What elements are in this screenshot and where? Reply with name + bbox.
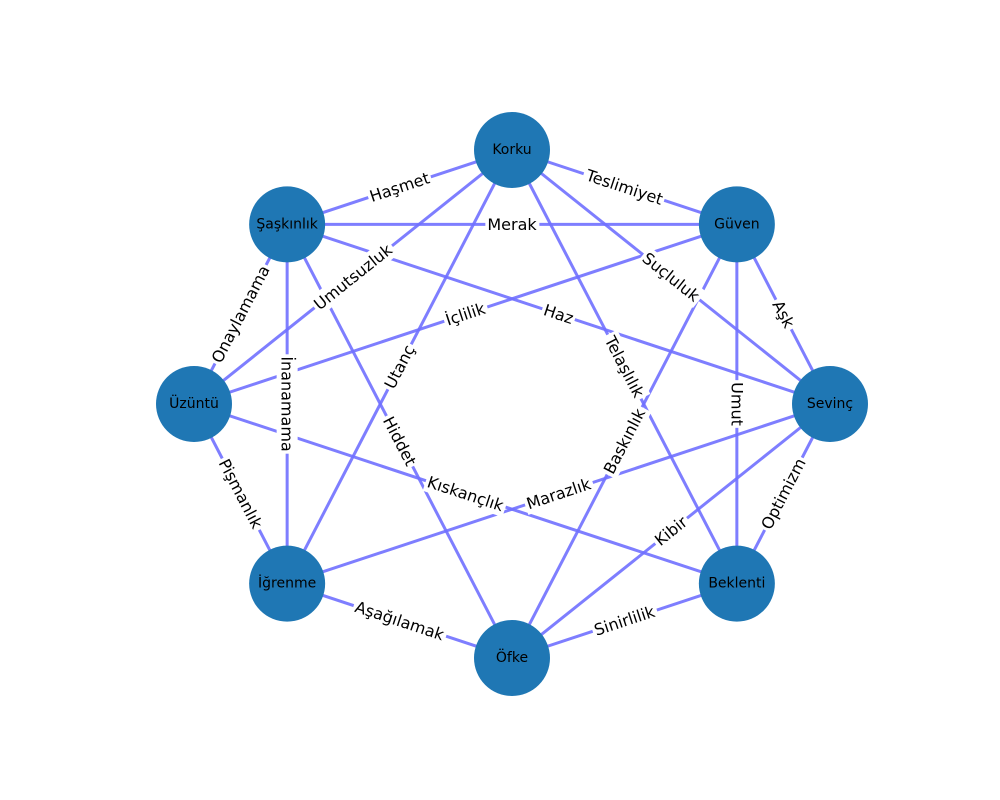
node-ofke: Öfke xyxy=(474,620,550,696)
edge-label-teslimiyet: Teslimiyet xyxy=(583,165,666,208)
edge-label-group-haz: Haz xyxy=(539,298,579,330)
node-label-ofke: Öfke xyxy=(496,648,528,666)
edge-label-background xyxy=(636,246,707,308)
edge-label-group-marazlik: Marazlık xyxy=(521,472,597,515)
edge-label-optimizm: Optimizm xyxy=(757,455,810,533)
node-circle-guven xyxy=(698,186,775,263)
node-beklenti: Beklenti xyxy=(698,545,775,622)
edge-label-marazlik: Marazlık xyxy=(524,474,594,513)
edge-label-group-ask: Aşk xyxy=(766,294,801,335)
node-circle-uzuntu xyxy=(156,366,232,442)
node-circle-saskinlik xyxy=(249,186,326,263)
edge-label-group-teslimiyet: Teslimiyet xyxy=(580,163,668,211)
edge-label-background xyxy=(598,329,651,404)
edge-label-background xyxy=(440,296,491,332)
edge-label-background xyxy=(648,510,694,552)
node-igrenme: İğrenme xyxy=(249,545,326,622)
edge-label-background xyxy=(307,237,399,316)
edge-label-hiddet: Hiddet xyxy=(379,413,420,469)
edge-label-haz: Haz xyxy=(541,300,576,328)
node-circle-beklenti xyxy=(698,545,775,622)
edge-label-kiskanclik: Kıskançlık xyxy=(425,472,507,515)
edge-label-group-i-nanamama: İnanamama xyxy=(276,354,298,454)
edge-label-group-sinirlilik: Sinirlilik xyxy=(589,600,661,642)
node-uzuntu: Üzüntü xyxy=(156,366,232,442)
edge-label-group-sucluluk: Suçluluk xyxy=(636,246,707,308)
edge-label-background xyxy=(726,380,748,428)
edge-label-group-merak: Merak xyxy=(485,213,540,235)
edge-label-background xyxy=(755,452,812,535)
node-label-igrenme: İğrenme xyxy=(258,574,316,592)
edge-label-group-asagilamak: Aşağılamak xyxy=(350,595,450,647)
node-label-guven: Güven xyxy=(714,216,760,232)
edge-label-sucluluk: Suçluluk xyxy=(639,249,704,306)
edge-label-group-pismanlik: Pişmanlık xyxy=(212,453,269,535)
edge-label-background xyxy=(485,213,540,235)
edge-label-pismanlik: Pişmanlık xyxy=(215,456,267,533)
node-circle-igrenme xyxy=(249,545,326,622)
node-circle-sevinc xyxy=(792,366,868,442)
edge-label-group-umut: Umut xyxy=(726,380,748,428)
edge-label-background xyxy=(212,453,269,535)
node-saskinlik: Şaşkınlık xyxy=(249,186,326,263)
edge-label-utanc: Utanç xyxy=(380,342,418,392)
edge-label-background xyxy=(539,298,579,330)
edge-label-background xyxy=(276,354,298,454)
edge-label-background xyxy=(766,294,801,335)
edge-label-onaylamama: Onaylamama xyxy=(207,262,273,366)
edge-label-hasmet: Haşmet xyxy=(367,168,432,205)
edge-label-background xyxy=(589,600,661,642)
node-sevinc: Sevinç xyxy=(792,366,868,442)
node-guven: Güven xyxy=(698,186,775,263)
edge-label-umutsuzluk: Umutsuzluk xyxy=(310,240,396,314)
edge-label-background xyxy=(350,595,450,647)
edge-label-background xyxy=(205,260,276,369)
edge-label-background xyxy=(377,411,422,472)
edge-label-group-hiddet: Hiddet xyxy=(377,411,422,472)
node-circle-ofke xyxy=(474,620,550,696)
edge-label-group-utanc: Utanç xyxy=(378,339,421,395)
edge-label-umut: Umut xyxy=(727,382,746,426)
node-label-uzuntu: Üzüntü xyxy=(169,394,219,412)
edge-label-group-optimizm: Optimizm xyxy=(755,452,812,535)
node-korku: Korku xyxy=(474,112,550,188)
edge-label-group-baskinlik: Baskınlık xyxy=(597,402,652,480)
edge-label-merak: Merak xyxy=(487,215,537,234)
node-label-saskinlik: Şaşkınlık xyxy=(256,216,318,232)
node-label-korku: Korku xyxy=(492,142,531,158)
edge-label-group-i-clilik: İçlilik xyxy=(440,296,491,332)
node-label-sevinc: Sevinç xyxy=(807,396,853,412)
edge-label-group-hasmet: Haşmet xyxy=(365,166,435,208)
edge-label-background xyxy=(521,472,597,515)
edge-label-background xyxy=(580,163,668,211)
edge-label-group-umutsuzluk: Umutsuzluk xyxy=(307,237,399,316)
edge-label-background xyxy=(597,402,652,480)
edge-label-group-kibir: Kibir xyxy=(648,510,694,552)
edge-label-sinirlilik: Sinirlilik xyxy=(592,602,658,640)
edge-label-group-onaylamama: Onaylamama xyxy=(205,260,276,369)
node-circle-korku xyxy=(474,112,550,188)
edge-label-background xyxy=(422,470,509,518)
node-label-beklenti: Beklenti xyxy=(708,576,765,592)
edge-label-i-nanamama: İnanamama xyxy=(278,356,297,451)
edge-label-background xyxy=(365,166,435,208)
edge-label-background xyxy=(378,339,421,395)
